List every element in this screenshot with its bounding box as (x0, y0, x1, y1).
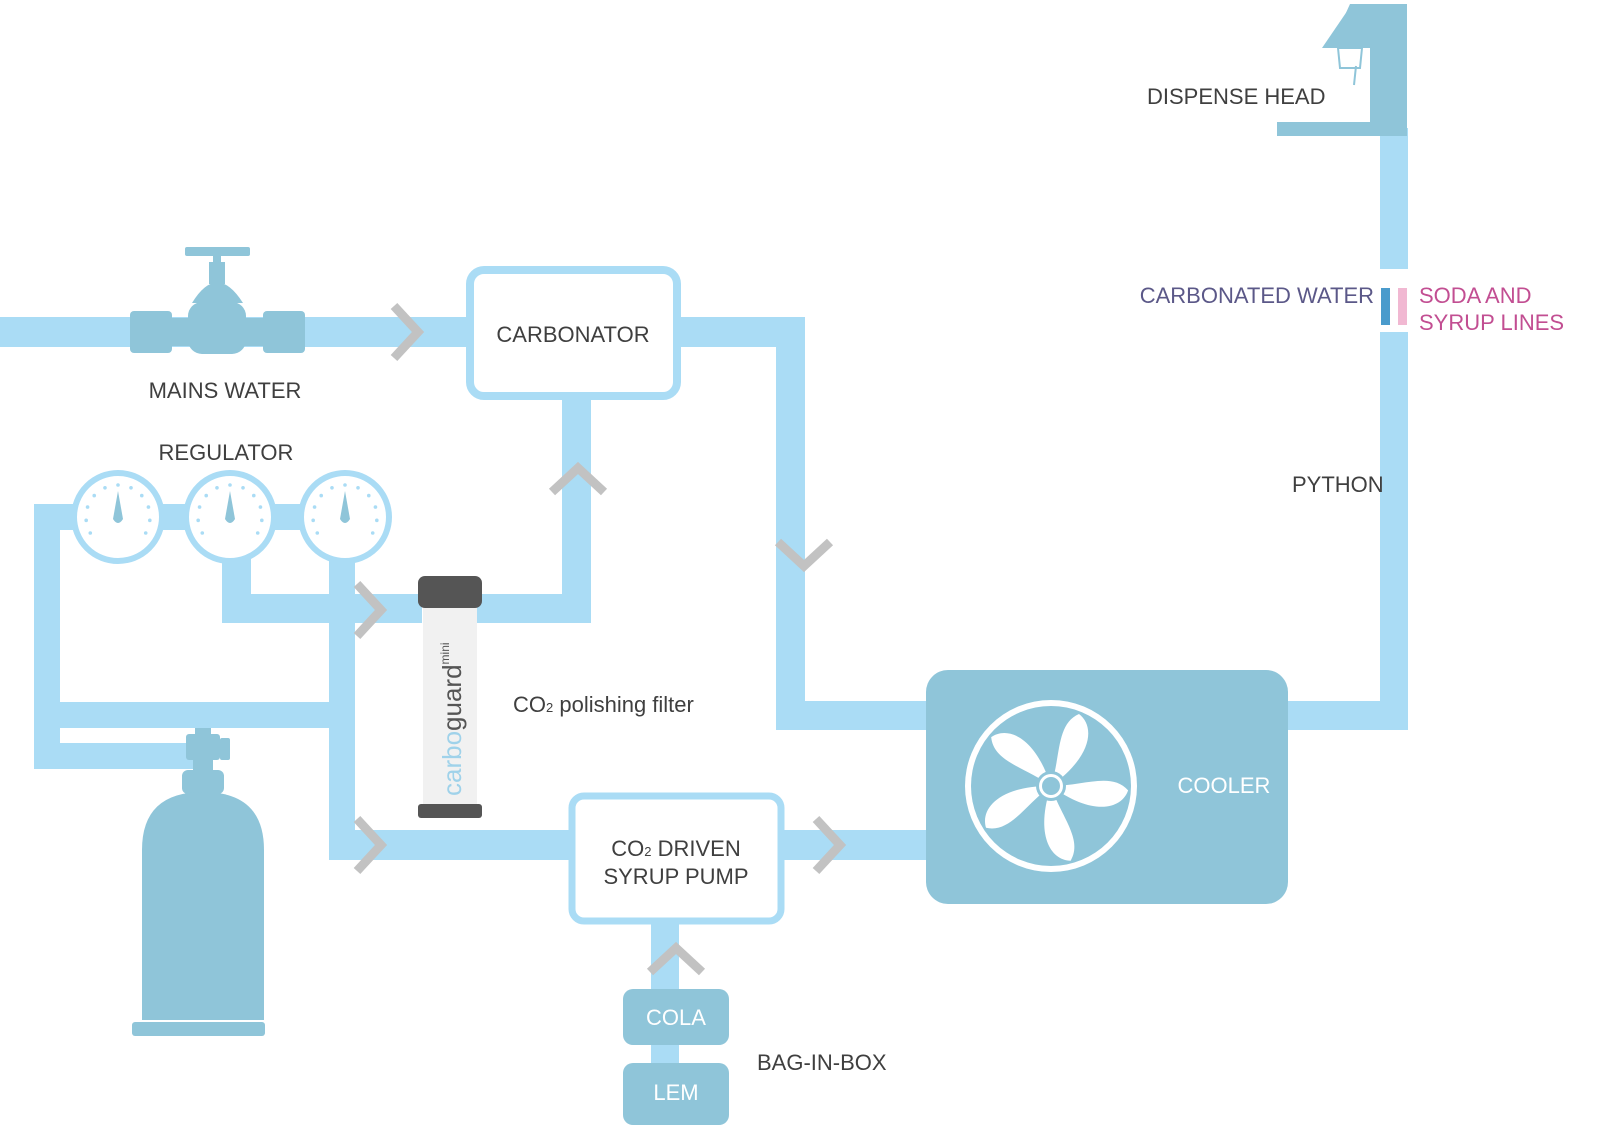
cooler-label: COOLER (1178, 773, 1271, 798)
regulator-label: REGULATOR (159, 440, 294, 465)
bag-in-box-lem: LEM (623, 1063, 729, 1125)
pipe-left-vertical (34, 504, 60, 769)
fan-blade (1051, 780, 1129, 807)
pipe-into-cooler-top (776, 701, 926, 730)
chevron-arrow-icon (390, 302, 425, 362)
valve-icon (130, 247, 305, 354)
gas-cylinder-icon (132, 728, 265, 1036)
pipe-filter-to-carbonator (472, 594, 591, 623)
fan-blade (1044, 786, 1075, 861)
chevron-arrow-icon (353, 815, 388, 875)
pipe-to-pump (329, 830, 569, 860)
pipe-regulator-to-filter (222, 594, 422, 623)
pipe-to-cylinder (34, 743, 204, 769)
cola-label: COLA (646, 1005, 706, 1030)
chevron-arrow-icon (548, 461, 608, 496)
dispense-head-icon (1277, 4, 1407, 136)
chevron-arrow-icon (812, 815, 847, 875)
filter-label: CO2 polishing filter (513, 692, 694, 717)
pipe-regulator-right-down (329, 545, 355, 860)
carbonator-box: CARBONATOR (466, 266, 681, 400)
chevron-arrow-icon (353, 580, 388, 640)
python-label: PYTHON (1292, 472, 1384, 497)
fan-icon (965, 700, 1137, 872)
lem-label: LEM (653, 1080, 698, 1105)
dispense-head-label: DISPENSE HEAD (1147, 84, 1326, 109)
soda-syrup-label-line1: SODA AND (1419, 283, 1531, 308)
chevron-arrow-icon (774, 538, 834, 573)
carbonated-water-line (1381, 288, 1390, 325)
pipe-carbonator-down (776, 317, 805, 730)
pump-label-line2: SYRUP PUMP (603, 864, 748, 889)
chevron-arrow-icon (646, 941, 706, 976)
mains-water-label: MAINS WATER (149, 378, 302, 403)
pressure-gauge-icon (71, 470, 165, 564)
cooler-box: COOLER (926, 670, 1288, 904)
flow-arrows (353, 302, 847, 976)
bag-in-box-label: BAG-IN-BOX (757, 1050, 887, 1075)
pressure-gauge-icon (298, 470, 392, 564)
carboguard-filter: carboguardmini (418, 576, 482, 818)
fan-blade (991, 733, 1051, 786)
pipe-pump-to-cooler (768, 830, 928, 860)
pipe-left-horizontal (34, 702, 354, 728)
carbonated-water-label: CARBONATED WATER (1140, 283, 1374, 308)
soda-syrup-label-line2: SYRUP LINES (1419, 310, 1564, 335)
pipe-carbonator-feed (562, 400, 591, 623)
pipe-python-upper (1380, 128, 1408, 269)
fan-blade (1051, 714, 1089, 786)
fan-blade (985, 785, 1051, 829)
filter-brand-text: carboguardmini (437, 642, 467, 796)
carbonator-label: CARBONATOR (496, 322, 649, 347)
regulator-gauges (71, 470, 392, 564)
syrup-line (1398, 288, 1407, 325)
pipes (0, 128, 1408, 1108)
pressure-gauge-icon (183, 470, 277, 564)
bag-in-box-cola: COLA (623, 989, 729, 1045)
pipe-python-lower (1380, 332, 1408, 730)
syrup-pump-box: CO2 DRIVEN SYRUP PUMP (568, 792, 785, 925)
pump-label-line1: CO2 DRIVEN (611, 836, 740, 861)
